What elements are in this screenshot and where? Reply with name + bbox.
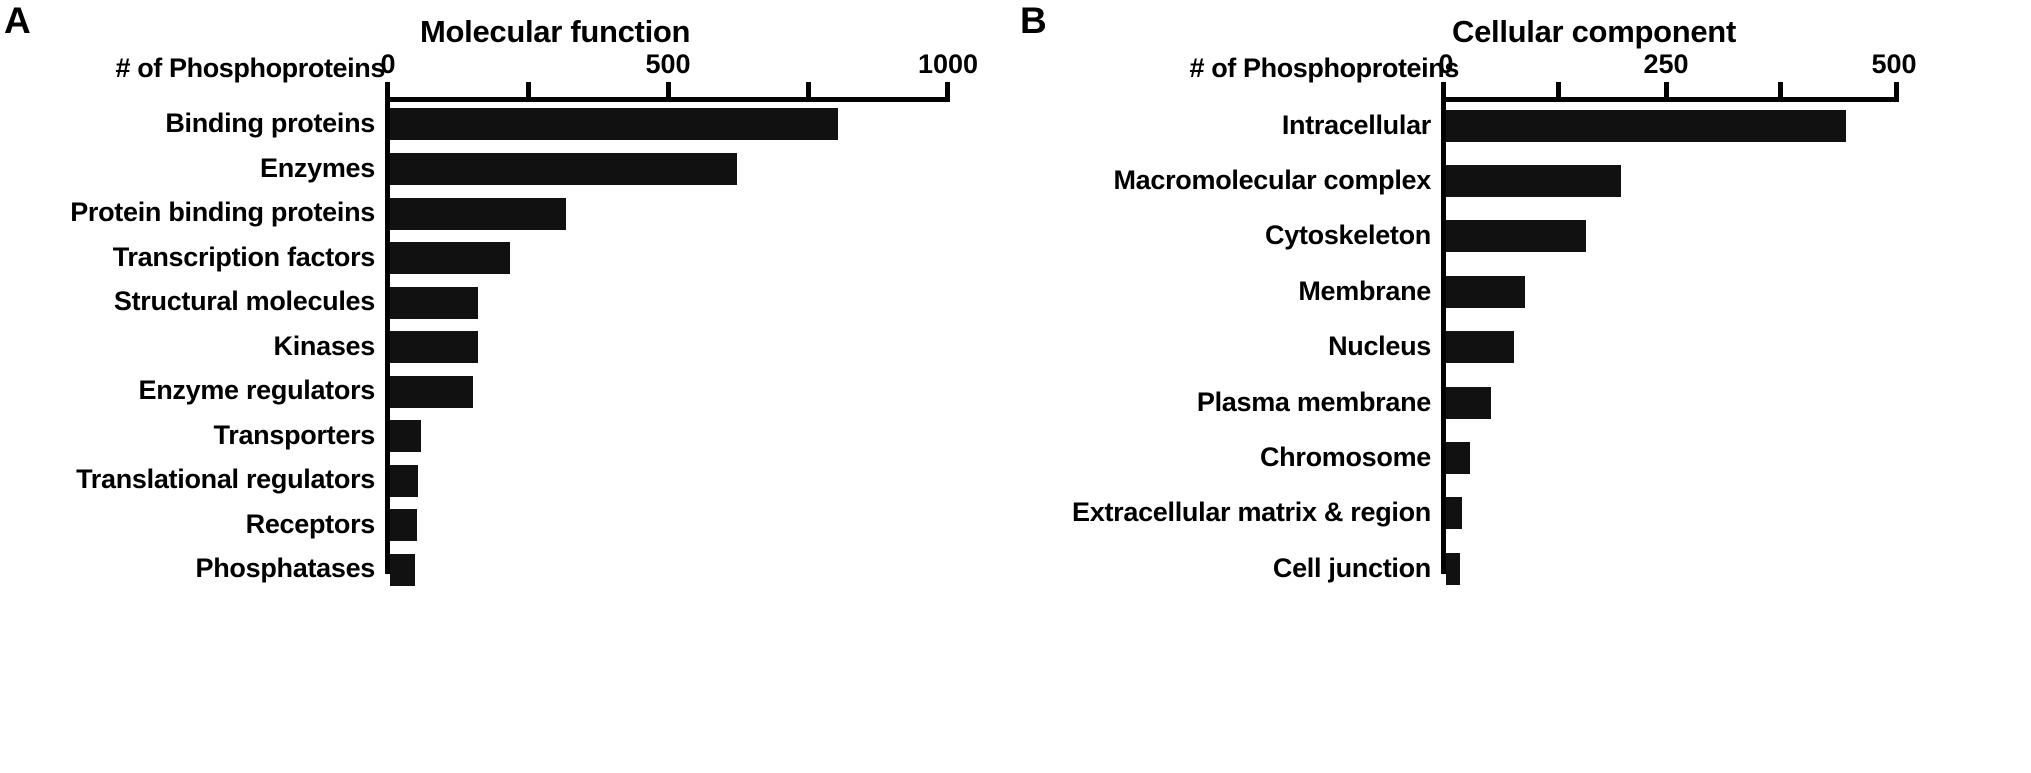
x-tick-0-b [1441,82,1446,99]
x-tick-label-500-a: 500 [645,49,691,79]
bar-kinases [390,331,478,363]
cat-label-plasma-membrane: Plasma membrane [1196,387,1431,417]
x-tick-250-b [1664,82,1669,99]
bar-plasma-membrane [1446,387,1491,419]
cat-label-receptors: Receptors [245,509,376,539]
x-tick-750-a [806,82,811,99]
cat-label-cell-junction: Cell junction [1272,553,1431,583]
bar-nucleus [1446,331,1514,363]
cat-label-enzyme-regulators: Enzyme regulators [138,375,376,405]
y-axis-line-b [1441,97,1446,574]
x-tick-label-0-b: 0 [1438,49,1454,79]
cat-label-enzymes: Enzymes [260,153,375,183]
bar-extracellular-matrix-region [1446,497,1462,529]
panel-title-b: Cellular component [1452,14,1736,49]
cat-label-phosphatases: Phosphatases [195,553,376,583]
cat-label-chromosome: Chromosome [1259,442,1431,472]
bar-enzyme-regulators [390,376,473,408]
x-axis-line-b [1441,97,1899,102]
x-tick-label-1000-a: 1000 [917,49,979,79]
cat-label-binding-proteins: Binding proteins [165,108,375,138]
cat-label-transcription-factors: Transcription factors [112,242,376,272]
bar-phosphatases [390,554,415,586]
bar-protein-binding-proteins [390,198,566,230]
y-axis-line-a [385,97,390,574]
x-tick-label-500-b: 500 [1871,49,1917,79]
x-tick-375-b [1778,82,1783,99]
x-tick-label-0-a: 0 [380,49,396,79]
panel-cellular-component: B Cellular component # of Phosphoprotein… [1016,0,2031,773]
axis-caption-a: # of Phosphoproteins [115,53,385,83]
x-tick-1000-a [945,82,950,99]
bar-binding-proteins [390,108,838,140]
bar-structural-molecules [390,287,478,319]
bar-cell-junction [1446,553,1460,585]
bar-transcription-factors [390,242,510,274]
x-tick-500-a [666,82,671,99]
panel-molecular-function: A Molecular function # of Phosphoprotein… [0,0,1015,773]
axis-caption-b: # of Phosphoproteins [1189,53,1459,83]
bar-intracellular [1446,110,1846,142]
cat-label-intracellular: Intracellular [1281,110,1431,140]
x-tick-500-b [1894,82,1899,99]
plot-area-b: 0 250 500 Intracellular Macromol [1016,0,2031,773]
bar-cytoskeleton [1446,220,1586,252]
cat-label-translational-regulators: Translational regulators [76,464,375,494]
bar-enzymes [390,153,737,185]
cat-label-transporters: Transporters [213,420,376,450]
cat-label-nucleus: Nucleus [1328,331,1431,361]
cat-label-cytoskeleton: Cytoskeleton [1265,220,1431,250]
x-tick-0-a [385,82,390,99]
cat-label-membrane: Membrane [1298,276,1431,306]
bar-receptors [390,509,417,541]
panel-title-a: Molecular function [420,14,691,49]
panel-letter-b: B [1020,0,1047,41]
panel-letter-a: A [4,0,31,41]
bar-transporters [390,420,421,452]
cat-label-extracellular-matrix-region: Extracellular matrix & region [1072,497,1431,527]
cat-label-kinases: Kinases [273,331,376,361]
bar-chromosome [1446,442,1470,474]
cat-label-structural-molecules: Structural molecules [113,286,375,316]
x-tick-label-250-b: 250 [1643,49,1689,79]
x-tick-125-b [1556,82,1561,99]
bar-membrane [1446,276,1525,308]
bar-translational-regulators [390,465,418,497]
plot-area-a: 0 500 1000 Binding prote [0,0,1015,773]
x-axis-line-a [385,97,950,102]
cat-label-macromolecular-complex: Macromolecular complex [1113,165,1431,195]
bar-macromolecular-complex [1446,165,1621,197]
cat-label-protein-binding-proteins: Protein binding proteins [70,197,375,227]
x-tick-250-a [526,82,531,99]
